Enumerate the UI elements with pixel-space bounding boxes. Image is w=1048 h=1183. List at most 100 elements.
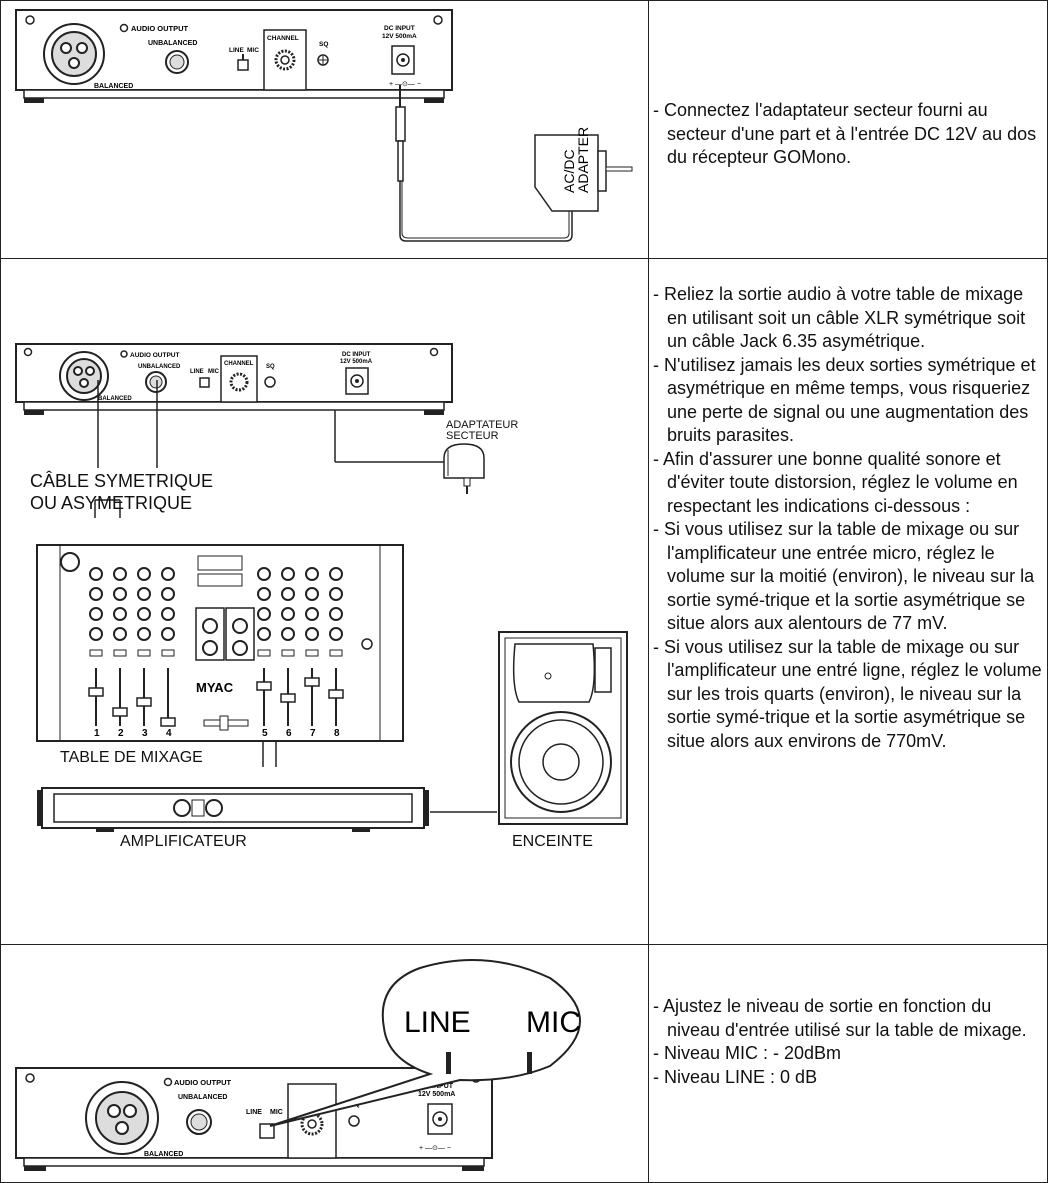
mixer-switch [329, 649, 343, 657]
mixer-switch [257, 649, 271, 657]
channel-number: 8 [334, 728, 340, 739]
bubble-mic-label: MIC [526, 1006, 581, 1039]
mixer-knob [257, 607, 271, 621]
cable-label: CÂBLE SYMETRIQUE OU ASYMETRIQUE [30, 471, 214, 513]
mixer-knob [113, 587, 127, 601]
mixer-knob [329, 607, 343, 621]
row-divider-2 [0, 944, 1048, 945]
svg-text:BALANCED: BALANCED [94, 83, 133, 90]
section1-instructions: - Connectez l'adaptateur secteur fourni … [653, 100, 1037, 167]
channel-number: 7 [310, 728, 316, 739]
mixer-knob [329, 567, 343, 581]
svg-text:SQ: SQ [319, 41, 328, 48]
amplifier-diagram [37, 787, 429, 832]
mixer-knob [113, 607, 127, 621]
row-divider-1 [0, 258, 1048, 259]
svg-text:MIC: MIC [208, 369, 220, 375]
svg-text:MIC: MIC [247, 47, 259, 54]
svg-text:UNBALANCED: UNBALANCED [178, 1094, 227, 1101]
fader-cap [304, 677, 320, 687]
svg-text:CHANNEL: CHANNEL [224, 361, 254, 367]
receiver-rear-panel-1: AUDIO OUTPUT UNBALANCED BALANCED LINE MI… [15, 9, 453, 103]
audio-output-label: AUDIO OUTPUT [131, 24, 189, 33]
svg-text:UNBALANCED: UNBALANCED [138, 364, 181, 370]
mixer-knob [305, 607, 319, 621]
mixer-knob [137, 587, 151, 601]
fader-cap [160, 717, 176, 727]
mixer-knob [137, 607, 151, 621]
mixer-knob [89, 607, 103, 621]
mixer-switch [281, 649, 295, 657]
channel-number: 5 [262, 728, 268, 739]
svg-text:UNBALANCED: UNBALANCED [148, 40, 197, 47]
svg-text:12V 500mA: 12V 500mA [418, 1091, 455, 1098]
svg-text:DC INPUT: DC INPUT [342, 352, 371, 358]
mixer-knob [257, 587, 271, 601]
svg-text:CHANNEL: CHANNEL [267, 35, 299, 42]
connection-wires [94, 380, 497, 813]
power-adapter-icon [443, 443, 485, 494]
svg-text:AC/DC: AC/DC [561, 149, 577, 193]
mixer-knob [161, 587, 175, 601]
mixer-knob [305, 587, 319, 601]
mixer-knob [305, 627, 319, 641]
mixer-knob [137, 627, 151, 641]
svg-text:LINE: LINE [190, 369, 204, 375]
mixer-knob [329, 587, 343, 601]
mixer-knob [113, 567, 127, 581]
mixer-knob [89, 567, 103, 581]
svg-text:+ —⊙— −: + —⊙— − [389, 81, 421, 88]
speaker-diagram [498, 631, 628, 825]
mixer-knob [305, 567, 319, 581]
svg-text:+ —⊙— −: + —⊙— − [419, 1145, 451, 1152]
section3-instructions: - Ajustez le niveau de sortie en fonctio… [653, 996, 1027, 1087]
fader-cap [280, 693, 296, 703]
svg-text:LINE: LINE [229, 47, 244, 54]
fader-cap [256, 681, 272, 691]
svg-text:BALANCED: BALANCED [98, 396, 132, 402]
zoom-callout-bubble: LINE MIC [269, 959, 581, 1127]
fader-cap [112, 707, 128, 717]
channel-number: 2 [118, 728, 124, 739]
channel-number: 4 [166, 728, 172, 739]
mixer-switch [161, 649, 175, 657]
mixer-knob [281, 587, 295, 601]
mixer-switch [137, 649, 151, 657]
mixer-knob [281, 567, 295, 581]
adapter-label: ADAPTATEUR SECTEUR [446, 419, 519, 442]
svg-text:LINE: LINE [246, 1109, 262, 1116]
mixer-switch [89, 649, 103, 657]
column-divider [648, 0, 649, 1183]
mixer-knob [89, 627, 103, 641]
svg-text:MIC: MIC [270, 1109, 283, 1116]
mixer-brand-text: MYAC [196, 680, 234, 695]
speaker-label: ENCEINTE [512, 833, 593, 850]
mixer-knob [137, 567, 151, 581]
mixer-knob [113, 627, 127, 641]
mixer-knob [281, 627, 295, 641]
channel-number: 6 [286, 728, 292, 739]
channel-number: 1 [94, 728, 100, 739]
fader-cap [328, 689, 344, 699]
bubble-line-label: LINE [404, 1006, 471, 1039]
fader-cap [88, 687, 104, 697]
mixer-switch [305, 649, 319, 657]
mixer-knob [281, 607, 295, 621]
mixer-knob [329, 627, 343, 641]
mixer-switch [113, 649, 127, 657]
amplifier-label: AMPLIFICATEUR [120, 833, 247, 850]
mixer-diagram: MYAC 1 2 3 4 5 6 7 8 [36, 544, 404, 742]
section2-instructions: - Reliez la sortie audio à votre table d… [653, 284, 1042, 751]
mixer-knob [257, 627, 271, 641]
mixer-knob [161, 607, 175, 621]
mixer-label: TABLE DE MIXAGE [60, 749, 203, 766]
svg-text:SQ: SQ [266, 364, 275, 370]
svg-text:DC INPUT: DC INPUT [384, 25, 415, 32]
mixer-knob [161, 627, 175, 641]
channel-number: 3 [142, 728, 148, 739]
svg-text:AUDIO OUTPUT: AUDIO OUTPUT [174, 1078, 232, 1087]
svg-text:12V 500mA: 12V 500mA [382, 33, 417, 40]
svg-text:AUDIO OUTPUT: AUDIO OUTPUT [130, 352, 180, 359]
mixer-knob [257, 567, 271, 581]
mixer-knob [161, 567, 175, 581]
